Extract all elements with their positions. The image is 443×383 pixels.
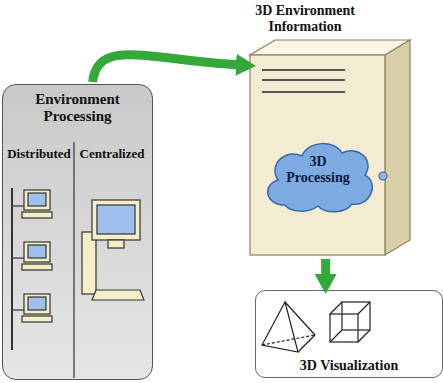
column-divider bbox=[73, 142, 74, 378]
flow-arrow bbox=[93, 55, 240, 82]
node-text: 3D Visualization bbox=[256, 358, 442, 374]
centralized-computer bbox=[82, 200, 144, 300]
3d-shapes bbox=[262, 302, 370, 352]
column-heading: Distributed bbox=[5, 147, 73, 162]
column-heading: Centralized bbox=[77, 147, 147, 162]
edge-label: 3D Environment Information bbox=[240, 3, 370, 35]
visualization-box: 3D Visualization bbox=[255, 290, 443, 378]
flow-arrow bbox=[321, 259, 330, 278]
node-text: 3D Processing bbox=[270, 154, 366, 186]
distributed-computers bbox=[12, 188, 52, 350]
node-text: Environment Processing bbox=[14, 91, 142, 126]
server-illustration bbox=[250, 40, 410, 255]
cloud-shape bbox=[268, 144, 373, 212]
